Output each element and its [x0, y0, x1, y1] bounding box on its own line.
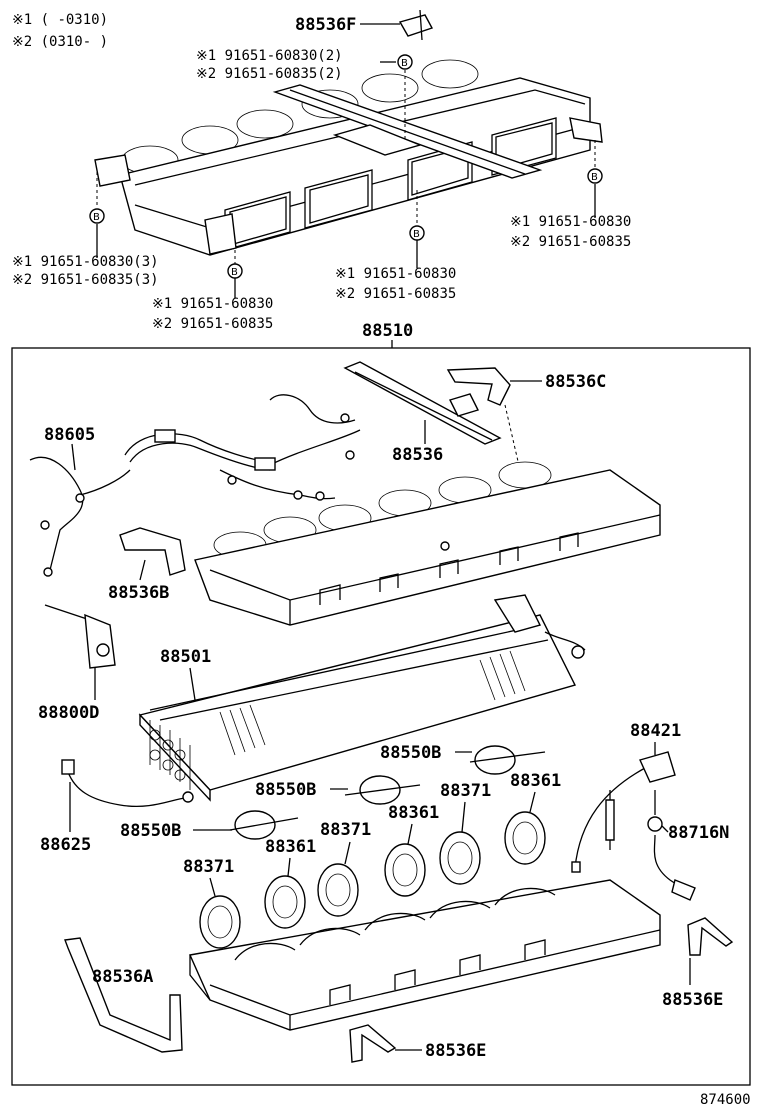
upper-duct-cover: [194, 461, 661, 626]
fan-group: [199, 811, 546, 949]
bolt-marker-icon: B: [89, 208, 105, 224]
harness-88625: [61, 759, 194, 808]
label-88361-1: 88361: [265, 837, 316, 857]
svg-text:B: B: [413, 229, 420, 240]
label-left-a: ※1 91651-60830(3): [12, 254, 159, 270]
label-88510: 88510: [362, 321, 413, 341]
bolt-marker-icon: B: [397, 54, 413, 70]
label-88361-3: 88361: [510, 771, 561, 791]
label-bottom-b: ※2 91651-60835: [152, 316, 273, 332]
lower-housing-case: [188, 879, 661, 1031]
svg-text:B: B: [93, 212, 100, 223]
bolt-marker-icon: B: [587, 168, 603, 184]
label-88536: 88536: [392, 445, 443, 465]
label-88536B: 88536B: [108, 583, 169, 603]
wire-harness-88605: [29, 394, 361, 577]
blower-fan-icon: [504, 811, 546, 865]
blower-fan-icon: [264, 875, 306, 929]
label-88550B-2: 88550B: [255, 780, 316, 800]
legend-line-2: ※2 (0310- ): [12, 34, 108, 50]
label-top-center-b: ※2 91651-60835(2): [196, 66, 343, 82]
top-duct-assembly: [94, 9, 603, 256]
blower-fan-icon: [317, 863, 359, 917]
evaporator-88501: [138, 594, 586, 802]
label-right-a: ※1 91651-60830: [510, 214, 631, 230]
label-right-b: ※2 91651-60835: [510, 234, 631, 250]
label-88800D: 88800D: [38, 703, 99, 723]
bracket-88536E-right: [687, 917, 734, 956]
blower-motor-icon: [469, 745, 546, 775]
label-88421: 88421: [630, 721, 681, 741]
bracket-88536E-bottom: [349, 1024, 397, 1063]
svg-text:B: B: [231, 267, 238, 278]
label-bottom-a: ※1 91651-60830: [152, 296, 273, 312]
blower-fan-icon: [439, 831, 481, 885]
label-88536A: 88536A: [92, 967, 153, 987]
label-88361-2: 88361: [388, 803, 439, 823]
label-mid-b: ※2 91651-60835: [335, 286, 456, 302]
label-88605: 88605: [44, 425, 95, 445]
label-88371-3: 88371: [440, 781, 491, 801]
thermistor-88800D: [44, 604, 116, 669]
label-88536C: 88536C: [545, 372, 606, 392]
label-88536E-bottom: 88536E: [425, 1041, 486, 1061]
label-mid-a: ※1 91651-60830: [335, 266, 456, 282]
expansion-valve-88421: [571, 751, 696, 901]
svg-text:B: B: [401, 58, 408, 69]
figure-id: 874600: [700, 1092, 751, 1108]
label-88625: 88625: [40, 835, 91, 855]
assembly-88510-frame: [11, 347, 751, 1086]
blower-fan-icon: [384, 843, 426, 897]
bracket-88536: [343, 361, 502, 445]
bolt-marker-group: B B B B B: [89, 54, 603, 279]
bolt-marker-icon: B: [409, 225, 425, 241]
bolt-marker-icon: B: [227, 263, 243, 279]
svg-text:B: B: [591, 172, 598, 183]
label-88501: 88501: [160, 647, 211, 667]
blower-fan-icon: [199, 895, 241, 949]
label-88550B-1: 88550B: [380, 743, 441, 763]
label-88716N: 88716N: [668, 823, 729, 843]
label-88371-2: 88371: [320, 820, 371, 840]
blower-motor-icon: [344, 775, 421, 805]
bracket-88536B: [119, 527, 186, 576]
label-88550B-3: 88550B: [120, 821, 181, 841]
label-88536E-right: 88536E: [662, 990, 723, 1010]
blower-motor-icon: [229, 810, 299, 840]
label-top-center-a: ※1 91651-60830(2): [196, 48, 343, 64]
label-88371-1: 88371: [183, 857, 234, 877]
bracket-88536C: [446, 367, 511, 406]
label-88536F: 88536F: [295, 15, 356, 35]
bracket-88536A: [64, 937, 183, 1053]
legend-line-1: ※1 ( -0310): [12, 12, 108, 28]
label-left-b: ※2 91651-60835(3): [12, 272, 159, 288]
